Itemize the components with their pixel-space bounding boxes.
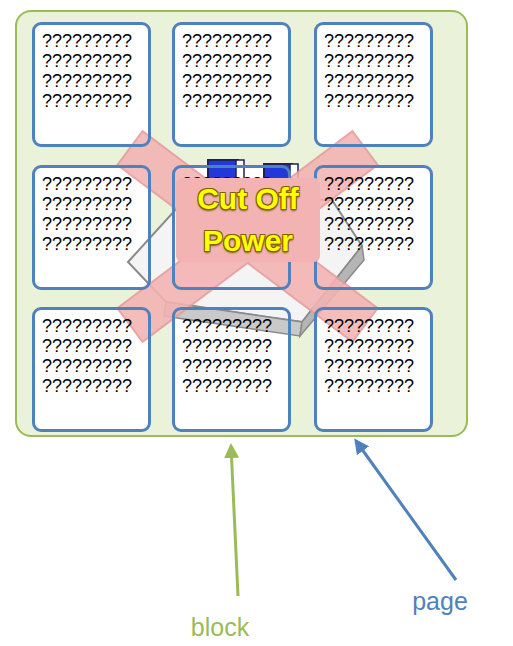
page-callout: page	[412, 587, 468, 616]
page-box: ????????? ????????? ????????? ?????????	[314, 165, 433, 290]
page-text: ????????? ????????? ????????? ?????????	[42, 174, 141, 254]
page-text: ????????? ????????? ????????? ?????????	[42, 316, 141, 396]
page-leader-arrow	[356, 441, 456, 580]
page-box: ????????? ????????? ????????? ?????????	[32, 22, 151, 147]
page-text: ????????? ????????? ????????? ?????????	[182, 31, 281, 111]
page-fill	[32, 22, 151, 147]
page-fill	[314, 22, 433, 147]
page-box: ????????? ????????? ????????? ?????????	[314, 307, 433, 432]
page-box: ????????? ????????? ????????? ?????????	[314, 22, 433, 147]
page-box: ????????? ????????? ????????? ?????????	[172, 22, 291, 147]
page-box: ????????? ????????? ????????? ?????????	[32, 165, 151, 290]
block-leader-arrow	[231, 446, 238, 596]
page-text: ????????? ????????? ????????? ?????????	[324, 174, 423, 254]
page-text: ????????? ????????? ????????? ?????????	[42, 31, 141, 111]
page-text: ????????? ????????? ????????? ?????????	[324, 31, 423, 111]
page-fill	[172, 22, 291, 147]
page-fill	[32, 165, 151, 290]
page-fill	[314, 307, 433, 432]
page-text: ????????? ????????? ????????? ?????????	[182, 316, 281, 396]
cut-off-power-label: Cut Off Power	[176, 178, 320, 262]
page-box: ????????? ????????? ????????? ?????????	[172, 307, 291, 432]
page-fills	[32, 22, 433, 432]
page-text: ????????? ????????? ????????? ?????????	[324, 316, 423, 396]
block-callout: block	[191, 613, 249, 642]
page-box: ????????? ????????? ????????? ?????????	[32, 307, 151, 432]
